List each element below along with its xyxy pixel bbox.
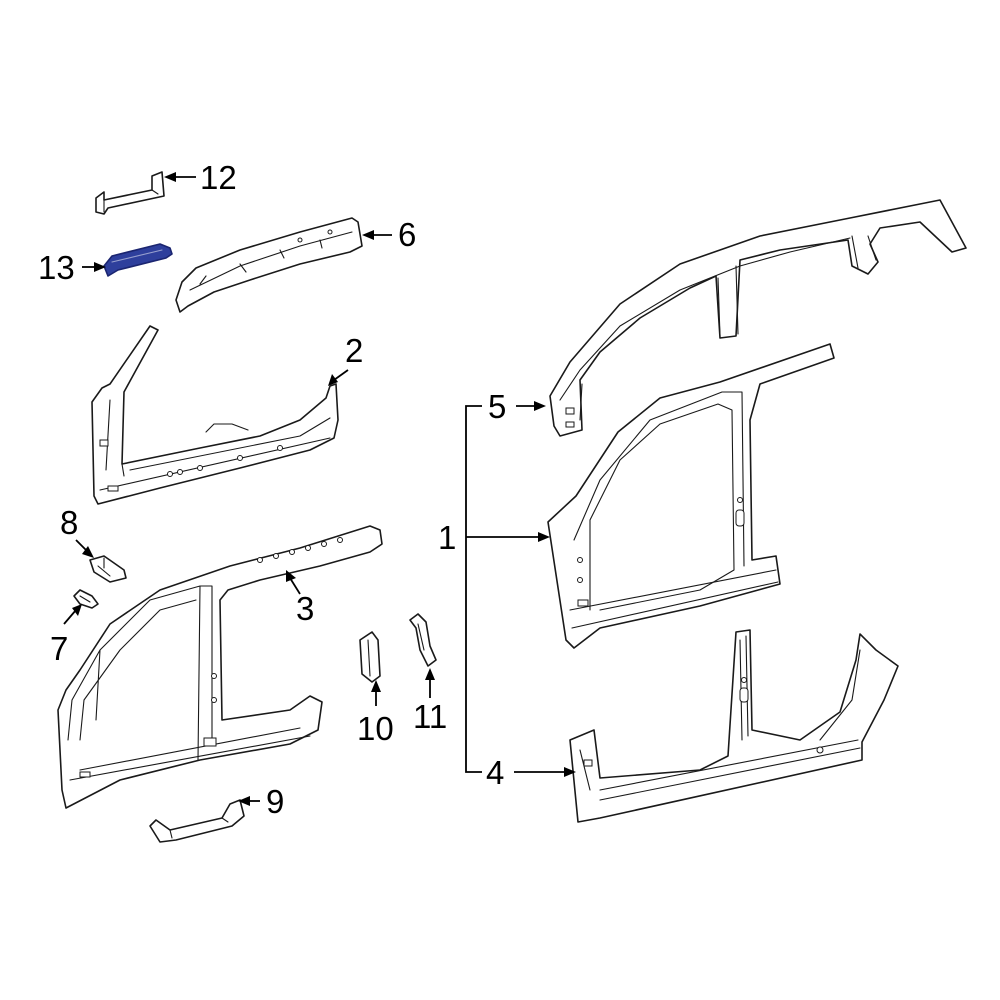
part-7-bracket[interactable] (73, 589, 99, 609)
callout-3: 3 (296, 590, 314, 627)
part-12-bracket[interactable] (95, 171, 165, 215)
part-11-bracket[interactable] (409, 613, 437, 667)
callout-2: 2 (345, 332, 363, 369)
part-1-body-side-assembly[interactable] (547, 343, 835, 649)
callout-10: 10 (357, 710, 394, 747)
part-9-bracket[interactable] (149, 799, 245, 843)
callout-7: 7 (50, 630, 68, 667)
callout-13: 13 (38, 249, 75, 286)
callout-8: 8 (60, 504, 78, 541)
callout-5: 5 (488, 388, 506, 425)
part-5-body-side-upper[interactable] (549, 199, 967, 437)
part-13-reinforcement-highlighted[interactable] (103, 243, 173, 277)
callout-12: 12 (200, 159, 237, 196)
part-6-roof-rail[interactable] (175, 217, 363, 313)
part-3-body-side-outer[interactable] (57, 525, 383, 809)
callout-6: 6 (398, 216, 416, 253)
callout-labels: 12 13 6 2 8 7 3 9 10 11 5 1 4 (38, 159, 506, 820)
leader-lines (63, 172, 576, 806)
part-10-bracket[interactable] (359, 631, 381, 683)
callout-1: 1 (438, 519, 456, 556)
part-8-clip[interactable] (89, 555, 127, 583)
callout-11: 11 (413, 698, 447, 735)
part-2-body-side-inner[interactable] (91, 325, 339, 505)
callout-9: 9 (266, 783, 284, 820)
part-4-rocker-panel[interactable] (569, 629, 899, 823)
callout-4: 4 (486, 754, 504, 791)
